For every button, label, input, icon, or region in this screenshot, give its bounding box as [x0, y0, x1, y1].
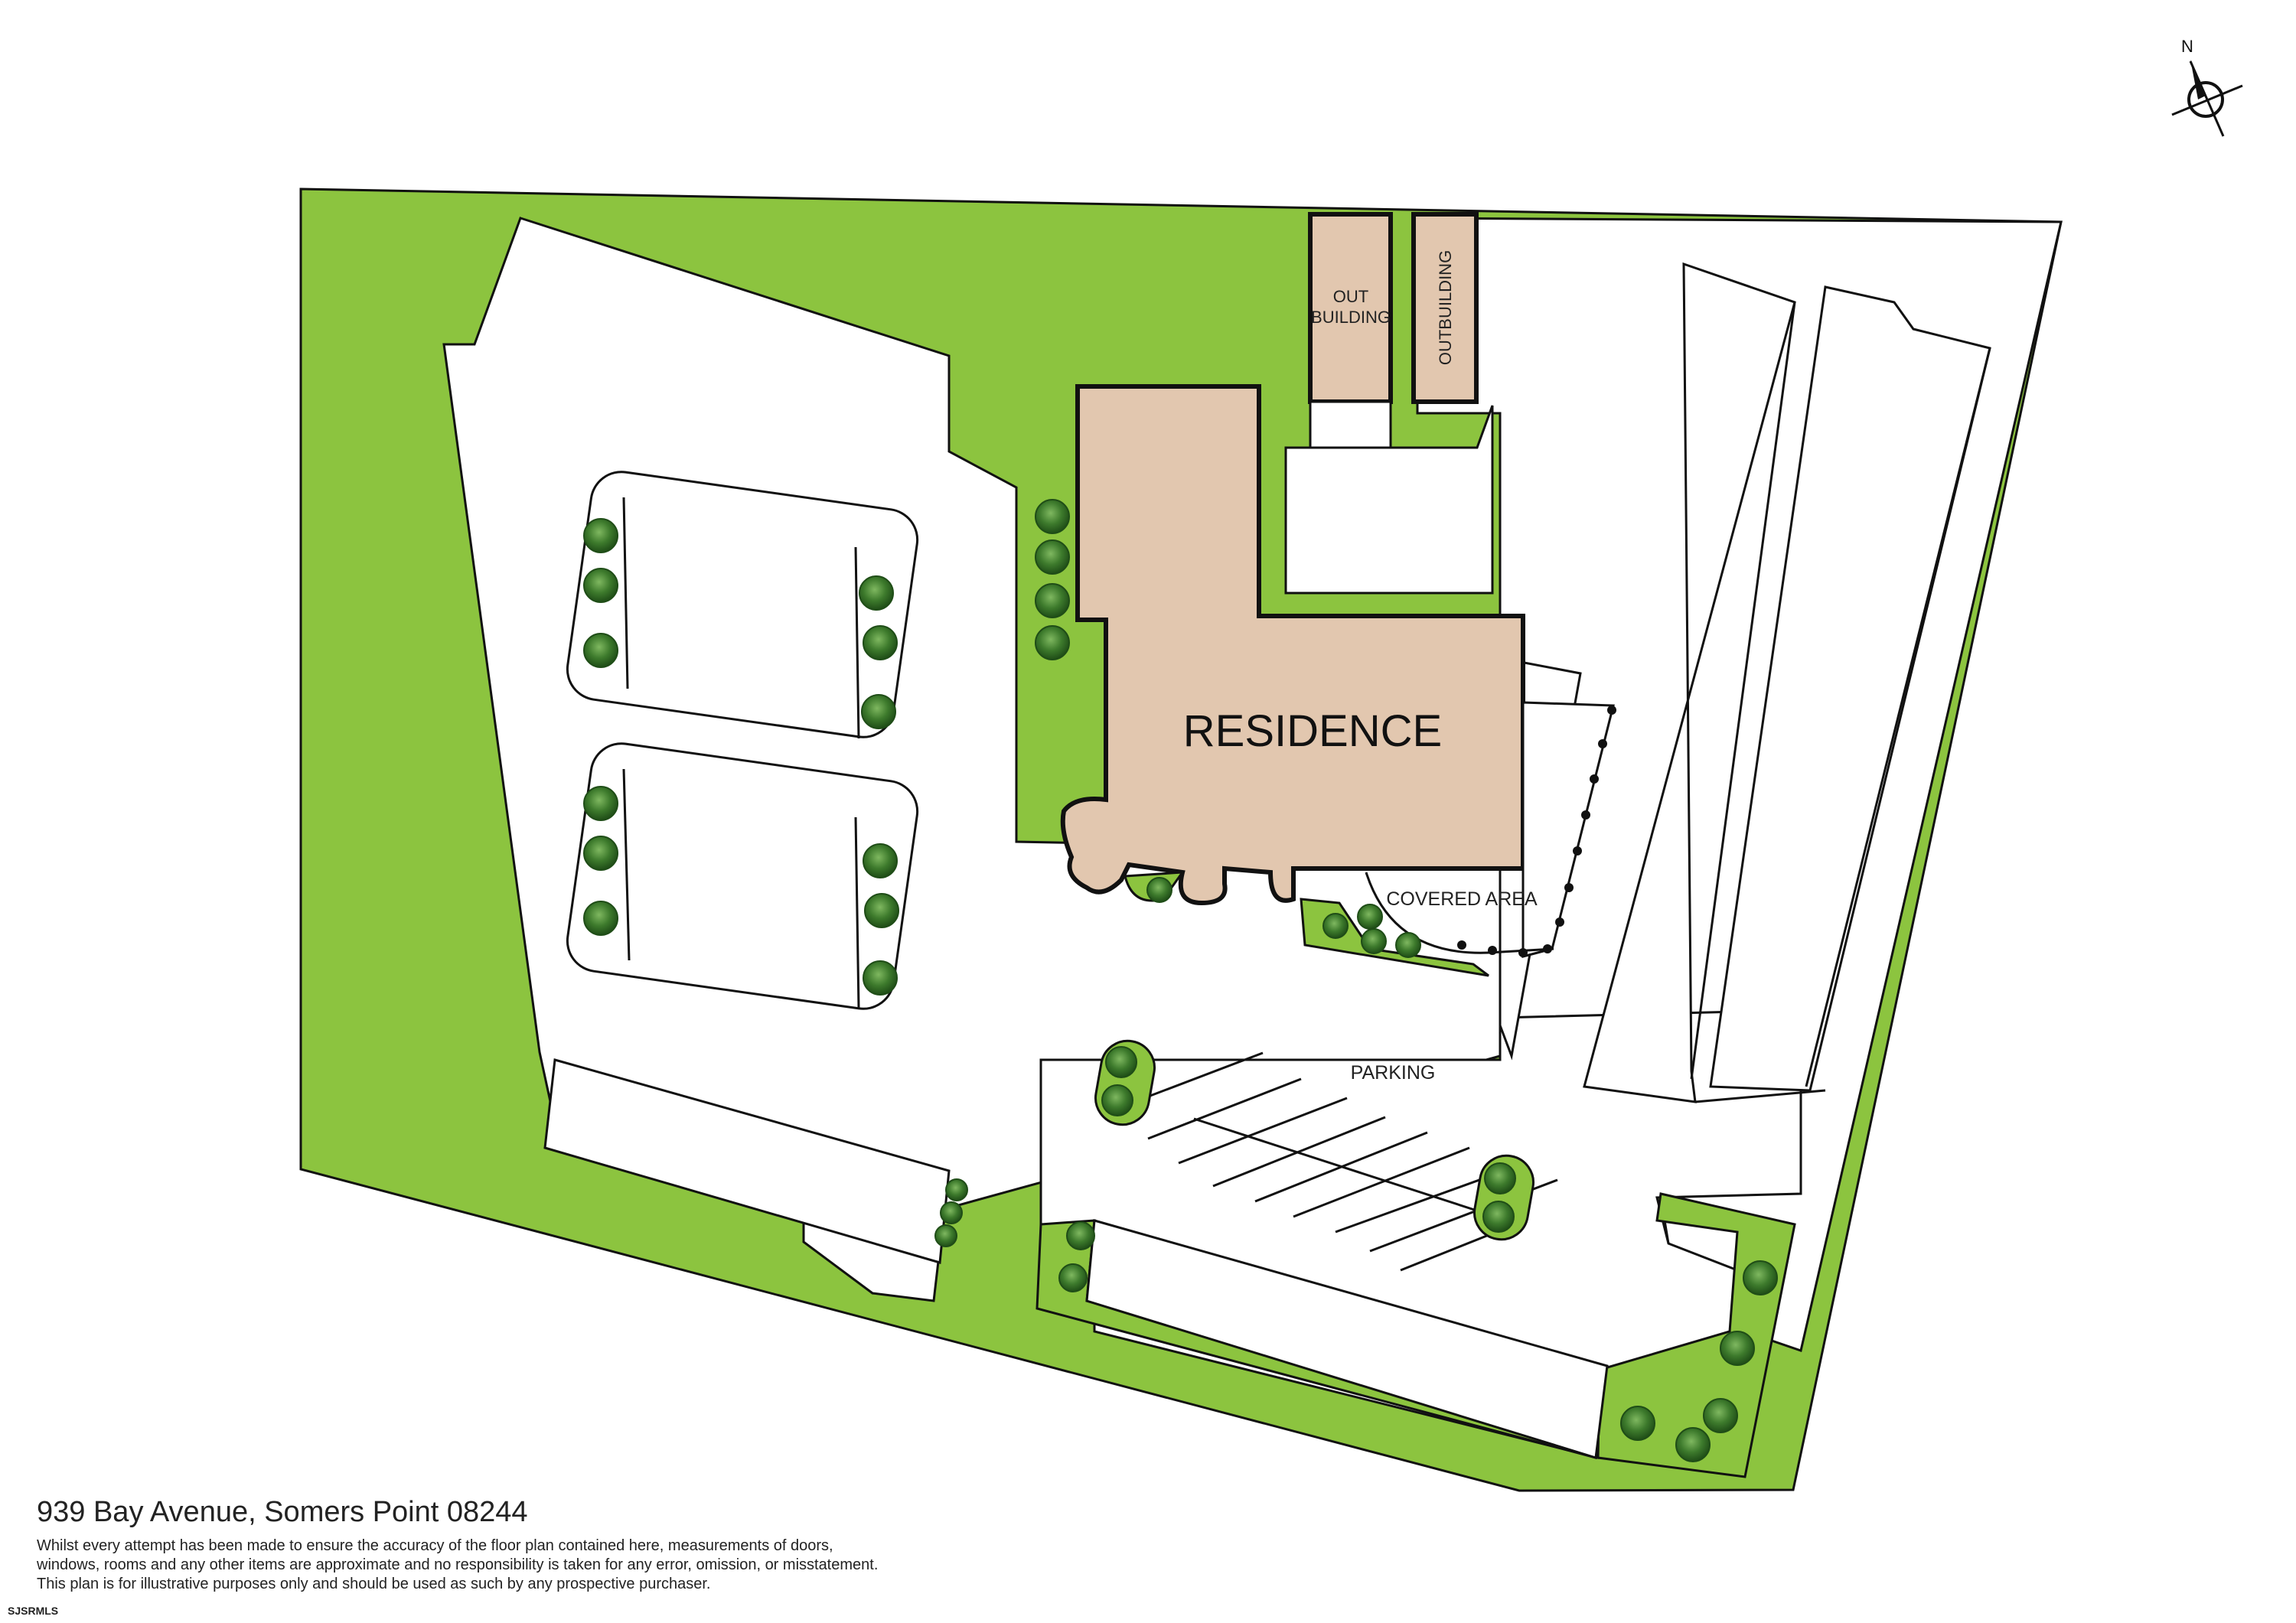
east-structure-1	[1583, 262, 1796, 1103]
residence-building	[1060, 384, 1525, 906]
rear-yard	[1284, 405, 1494, 595]
north-arrow: N	[2171, 37, 2243, 137]
garden-bed-covered	[1300, 898, 1489, 977]
north-label: N	[2181, 37, 2193, 56]
east-structure-line	[1694, 1089, 1826, 1103]
planter-divider	[854, 546, 860, 739]
disclaimer-line: This plan is for illustrative purposes o…	[37, 1576, 711, 1592]
outbuilding-apron	[1309, 400, 1392, 449]
disclaimer-line: Whilst every attempt has been made to en…	[37, 1537, 833, 1554]
south-strip-east	[1085, 1219, 1609, 1459]
disclaimer-line: windows, rooms and any other items are a…	[37, 1556, 879, 1573]
covered-area-label: COVERED AREA	[1386, 888, 1538, 910]
south-strip-west	[543, 1058, 951, 1264]
planter-divider	[854, 816, 860, 1009]
covered-area-columns	[1457, 706, 1616, 957]
east-structure-line	[1690, 301, 1796, 1080]
north-arrowhead-icon	[2190, 60, 2206, 99]
out-building-label-line1: OUT	[1333, 287, 1368, 306]
compass-ring-icon	[2187, 81, 2224, 118]
planter-divider	[622, 768, 631, 961]
outbuilding-label: OUTBUILDING	[1436, 250, 1455, 365]
east-structure-line	[1805, 347, 1991, 1087]
source-credit: SJSRMLS	[8, 1605, 59, 1617]
planter-divider	[622, 497, 629, 689]
residence-label: RESIDENCE	[1183, 706, 1442, 756]
property-address: 939 Bay Avenue, Somers Point 08244	[37, 1496, 528, 1528]
planter-west-1	[566, 471, 919, 738]
planter-west-2	[566, 742, 919, 1010]
out-building-label-line2: BUILDING	[1311, 308, 1391, 327]
outbuilding	[1411, 212, 1479, 404]
shrubs	[583, 499, 1778, 1462]
parking-stripes	[1143, 1051, 1558, 1272]
disclaimer: Whilst every attempt has been made to en…	[37, 1537, 1108, 1594]
parking-label: PARKING	[1351, 1062, 1436, 1084]
